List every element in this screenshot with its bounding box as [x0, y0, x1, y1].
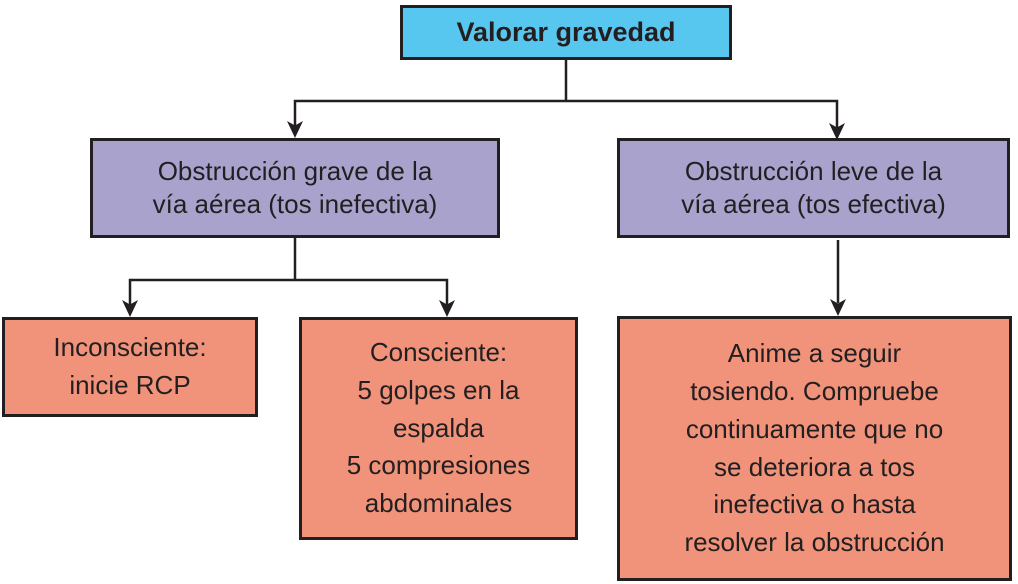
node-label: Consciente: 5 golpes en la espalda 5 com…	[346, 336, 531, 519]
node-label: Obstrucción grave de la vía aérea (tos i…	[152, 155, 438, 219]
arrow-down-icon	[287, 121, 303, 138]
arrow-down-icon	[439, 300, 455, 317]
node-label: Obstrucción leve de la vía aérea (tos ef…	[681, 155, 946, 219]
edge-severe-branch	[128, 278, 449, 306]
node-inconsciente: Inconsciente: inicie RCP	[2, 317, 258, 417]
node-anime-a-seguir: Anime a seguir tosiendo. Compruebe conti…	[617, 316, 1012, 581]
node-label: Anime a seguir tosiendo. Compruebe conti…	[684, 337, 945, 558]
node-consciente: Consciente: 5 golpes en la espalda 5 com…	[299, 317, 578, 540]
node-valorar-gravedad: Valorar gravedad	[400, 5, 732, 60]
arrow-down-icon	[122, 300, 138, 317]
edge-assess-branch	[293, 99, 839, 129]
node-label: Inconsciente: inicie RCP	[53, 332, 207, 400]
node-obstruccion-leve: Obstrucción leve de la vía aérea (tos ef…	[617, 138, 1010, 238]
node-obstruccion-grave: Obstrucción grave de la vía aérea (tos i…	[90, 138, 500, 238]
node-label: Valorar gravedad	[456, 16, 676, 47]
arrow-down-icon	[829, 123, 845, 140]
arrow-down-icon	[830, 299, 846, 316]
